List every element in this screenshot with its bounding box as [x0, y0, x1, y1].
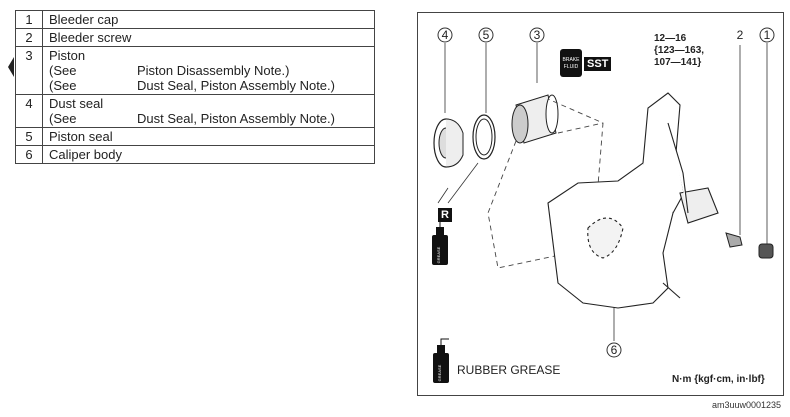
replace-badge: R	[438, 208, 452, 222]
piston-part	[511, 94, 559, 144]
note-see: (See	[49, 78, 77, 93]
callout-circle-4	[437, 27, 453, 43]
callout-circle-5	[478, 27, 494, 43]
part-number: 5	[15, 127, 43, 146]
callout-1: 1	[764, 28, 771, 42]
parts-row: 1 Bleeder cap	[15, 10, 375, 29]
part-description: Bleeder screw	[42, 28, 375, 47]
callout-6: 6	[611, 343, 618, 357]
part-name: Dust seal	[49, 96, 104, 111]
part-note: (See Dust Seal, Piston Assembly Note.)	[49, 78, 368, 93]
figure-code: am3uuw0001235	[712, 400, 782, 410]
brake-fluid-can-icon: BRAKE FLUID	[560, 49, 582, 77]
svg-text:GREASE: GREASE	[437, 364, 442, 381]
callout-circle-6	[606, 342, 622, 358]
assembly-guide-lines	[487, 98, 604, 269]
grease-legend-label: RUBBER GREASE	[457, 363, 561, 377]
rubber-grease-can-icon: GREASE	[432, 220, 448, 265]
piston-seal-part	[472, 114, 496, 160]
dust-seal-part	[433, 118, 464, 168]
part-note: (See Dust Seal, Piston Assembly Note.)	[49, 111, 368, 126]
part-description: Bleeder cap	[42, 10, 375, 29]
part-name: Piston seal	[49, 129, 113, 144]
caliper-exploded-figure: 4 5 3 2 1 6	[417, 12, 784, 396]
caliper-drawing: 4 5 3 2 1 6	[432, 27, 775, 383]
parts-row: 5 Piston seal	[15, 127, 375, 146]
callout-circle-1	[759, 27, 775, 43]
callout-2: 2	[737, 28, 744, 42]
torque-spec: 12—16 {123—163, 107—141}	[654, 33, 704, 69]
callout-5: 5	[483, 28, 490, 42]
part-name: Caliper body	[49, 147, 122, 162]
part-name: Bleeder cap	[49, 12, 119, 27]
svg-text:FLUID: FLUID	[564, 64, 579, 70]
part-number: 6	[15, 145, 43, 164]
callout-circle-3	[529, 27, 545, 43]
parts-row: 2 Bleeder screw	[15, 28, 375, 47]
part-description: Piston seal	[42, 127, 375, 146]
svg-text:GREASE: GREASE	[436, 246, 441, 263]
note-see: (See	[49, 63, 77, 78]
page-edge-marker	[8, 57, 14, 77]
part-name: Piston	[49, 48, 86, 63]
part-name: Bleeder screw	[49, 30, 132, 45]
note-reference: Dust Seal, Piston Assembly Note.)	[137, 78, 335, 93]
units-label: N·m {kgf·cm, in·lbf}	[672, 374, 765, 385]
caliper-body-part	[547, 92, 719, 309]
note-reference: Dust Seal, Piston Assembly Note.)	[137, 111, 335, 126]
part-number: 1	[15, 10, 43, 29]
part-number: 2	[15, 28, 43, 47]
callouts: 4 5 3 2 1 6	[437, 27, 775, 358]
torque-line: 12—16	[654, 33, 687, 44]
part-description: Dust seal(See Dust Seal, Piston Assembly …	[42, 94, 375, 128]
parts-row: 4 Dust seal(See Dust Seal, Piston Assembly…	[15, 94, 375, 128]
part-note: (See Piston Disassembly Note.)	[49, 63, 368, 78]
sst-badge: SST	[584, 57, 612, 71]
svg-text:BRAKE: BRAKE	[563, 57, 581, 63]
callout-4: 4	[442, 28, 449, 42]
part-number: 3	[15, 46, 43, 95]
leader-lines	[437, 43, 768, 341]
note-see: (See	[49, 111, 77, 126]
part-description: Caliper body	[42, 145, 375, 164]
torque-line: {123—163,	[654, 45, 705, 56]
note-reference: Piston Disassembly Note.)	[137, 63, 290, 78]
torque-line: 107—141}	[654, 57, 702, 68]
callout-3: 3	[534, 28, 541, 42]
bleeder-parts	[725, 232, 774, 259]
rubber-grease-legend-icon: GREASE	[433, 338, 449, 383]
part-number: 4	[15, 94, 43, 128]
parts-row: 6 Caliper body	[15, 145, 375, 164]
